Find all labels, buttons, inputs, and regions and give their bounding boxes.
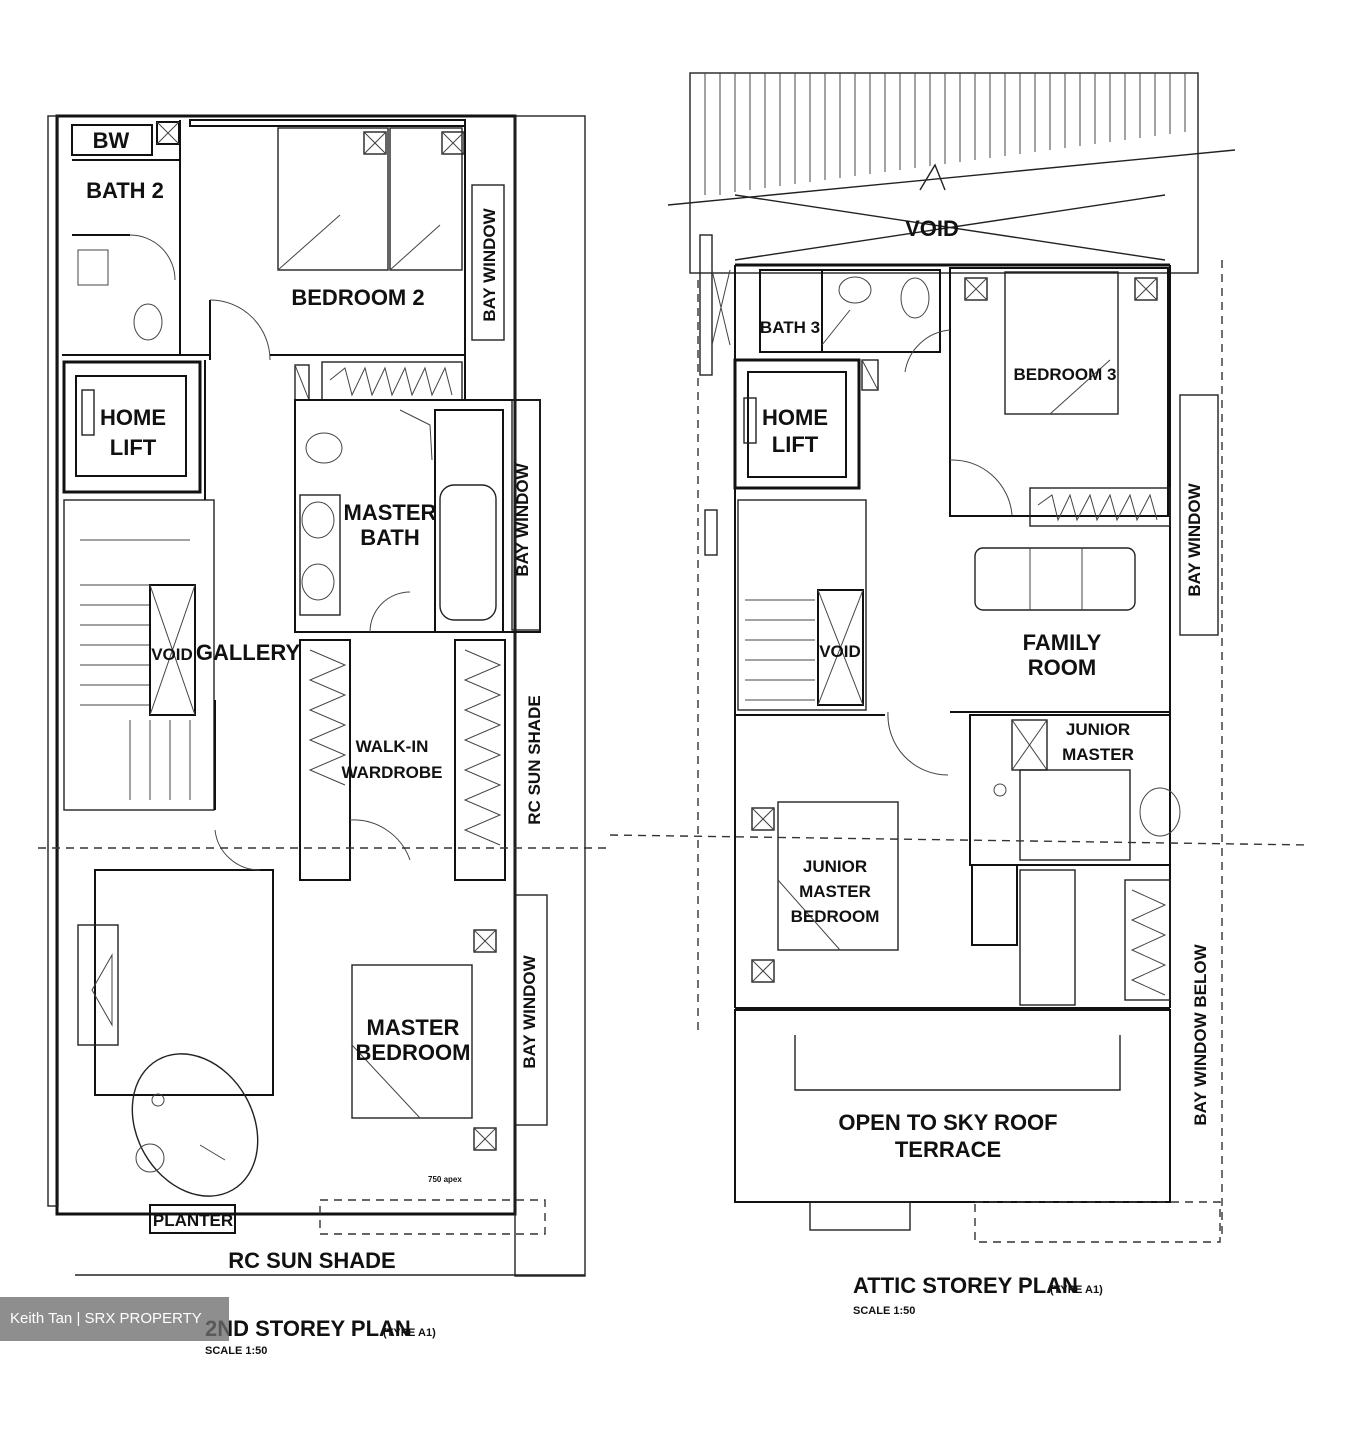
label-roof-terrace-2: TERRACE: [895, 1137, 1001, 1162]
label-bath2: BATH 2: [86, 178, 164, 203]
label-home-lift-attic-1: HOME: [762, 405, 828, 430]
label-bedroom2: BEDROOM 2: [291, 285, 424, 310]
label-family-room-2: ROOM: [1028, 655, 1096, 680]
rc-shade-outline: [514, 115, 586, 1277]
label-bay-window-2: BAY WINDOW: [513, 462, 532, 576]
watermark-badge: Keith Tan | SRX PROPERTY: [0, 1297, 229, 1341]
title-attic-storey: ATTIC STOREY PLAN: [853, 1273, 1078, 1298]
label-junior-bedroom-2: MASTER: [799, 882, 871, 901]
scale-attic-storey: SCALE 1:50: [853, 1305, 915, 1317]
walkin-wardrobe-left: [299, 639, 351, 881]
bay-window-bedroom2: [471, 184, 505, 341]
label-void-top: VOID: [905, 216, 959, 241]
label-master-bath-2: BATH: [360, 525, 419, 550]
bed-master: [351, 964, 473, 1119]
scale-2nd-storey: SCALE 1:50: [205, 1345, 267, 1357]
label-bay-window-1: BAY WINDOW: [480, 207, 499, 321]
label-bay-window-below: BAY WINDOW BELOW: [1191, 943, 1210, 1125]
home-lift-2nd: [62, 360, 202, 494]
label-rc-sun-shade: RC SUN SHADE: [228, 1248, 395, 1273]
junior-master-bath: [969, 714, 1171, 866]
type-2nd-storey: (TYPE A1): [383, 1327, 436, 1339]
label-bath3: BATH 3: [760, 318, 820, 337]
wall-edge: [47, 115, 59, 1207]
label-roof-terrace-1: OPEN TO SKY ROOF: [838, 1110, 1057, 1135]
study-area: [94, 869, 274, 1096]
staircase-attic: [737, 499, 867, 711]
study-desk: [77, 924, 119, 1046]
basin: [77, 249, 109, 286]
label-void: VOID: [151, 645, 193, 664]
walkin-wardrobe-right: [454, 639, 506, 881]
label-home-lift-1: HOME: [100, 405, 166, 430]
bathtub: [439, 484, 497, 621]
label-home-lift-2: LIFT: [110, 435, 157, 460]
toilet-bath2: [133, 303, 163, 341]
label-home-lift-attic-2: LIFT: [772, 432, 819, 457]
planter-box: [149, 1204, 236, 1234]
bay-window-bath: [511, 399, 541, 631]
label-bay-window-3: BAY WINDOW: [520, 954, 539, 1068]
label-void-attic: VOID: [819, 642, 861, 661]
label-bay-window-attic: BAY WINDOW: [1185, 482, 1204, 596]
label-note: 750 apex: [428, 1175, 462, 1184]
bed-bedroom2-b: [389, 127, 463, 271]
label-master-bedroom-2: BEDROOM: [356, 1040, 471, 1065]
family-room-sofa: [974, 547, 1136, 611]
bed-bedroom3: [1004, 271, 1119, 415]
wardrobe-junior: [1124, 879, 1171, 1001]
label-master-bath-1: MASTER: [344, 500, 437, 525]
label-gallery: GALLERY: [196, 640, 301, 665]
bed-bedroom2-a: [277, 127, 389, 271]
label-walk-in-2: WARDROBE: [341, 763, 442, 782]
label-master-bedroom-1: MASTER: [367, 1015, 460, 1040]
label-family-room-1: FAMILY: [1023, 630, 1102, 655]
bw-box: [71, 124, 153, 156]
void-2nd: [149, 584, 196, 716]
label-planter: PLANTER: [153, 1211, 233, 1230]
label-junior-bedroom-1: JUNIOR: [803, 857, 867, 876]
side-window: [699, 234, 713, 376]
label-walk-in-1: WALK-IN: [356, 737, 429, 756]
dining-table: [131, 1053, 259, 1197]
bed-junior-master: [777, 801, 899, 951]
type-attic-storey: (TYPE A1): [1050, 1284, 1103, 1296]
home-lift-attic: [733, 358, 861, 490]
label-junior-bath-2: MASTER: [1062, 745, 1134, 764]
roof-terrace: [734, 1009, 1171, 1203]
roof-hatch: [689, 72, 1199, 274]
label-junior-bath-1: JUNIOR: [1066, 720, 1130, 739]
label-junior-bedroom-3: BEDROOM: [791, 907, 880, 926]
attic-storey-plan: [667, 72, 1236, 1243]
bath3: [759, 269, 941, 353]
second-storey-plan: [47, 114, 586, 1277]
title-2nd-storey: 2ND STOREY PLAN: [205, 1316, 411, 1341]
label-bw: BW: [93, 128, 130, 153]
bay-window-master: [514, 894, 548, 1126]
void-attic: [817, 589, 864, 706]
label-rc-shade-vertical: RC SUN SHADE: [525, 695, 544, 824]
staircase-2nd: [63, 499, 215, 811]
bedroom3: [949, 267, 1169, 517]
bay-window-attic: [1179, 394, 1219, 636]
label-bedroom3: BEDROOM 3: [1014, 365, 1117, 384]
wardrobe-bedroom3: [1029, 487, 1171, 527]
